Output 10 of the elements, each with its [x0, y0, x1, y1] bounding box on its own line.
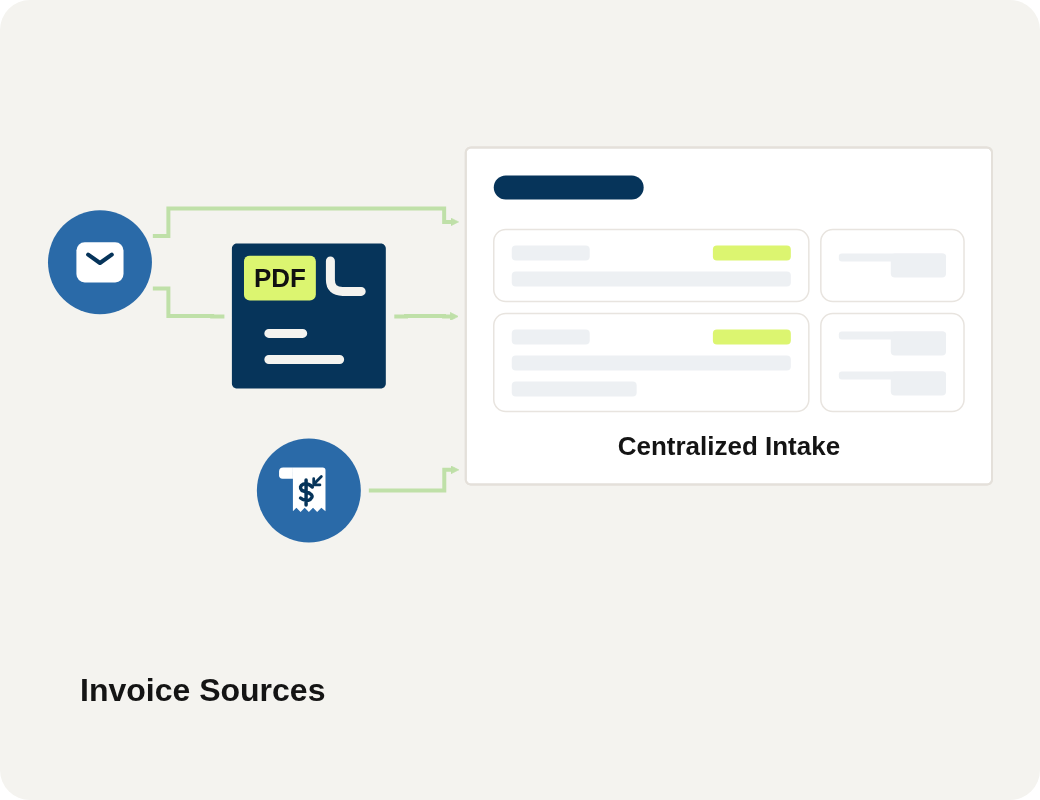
arrow — [152, 206, 459, 239]
file-type-tag: PDF — [243, 255, 316, 301]
card-title: Centralized Intake — [617, 430, 841, 464]
section-label: Invoice Sources — [80, 672, 326, 709]
document-tile — [231, 243, 386, 389]
source-circle — [48, 210, 152, 315]
arrow — [394, 312, 459, 321]
arrow — [368, 465, 460, 493]
connector-line — [152, 286, 225, 319]
source-circle — [256, 438, 361, 543]
